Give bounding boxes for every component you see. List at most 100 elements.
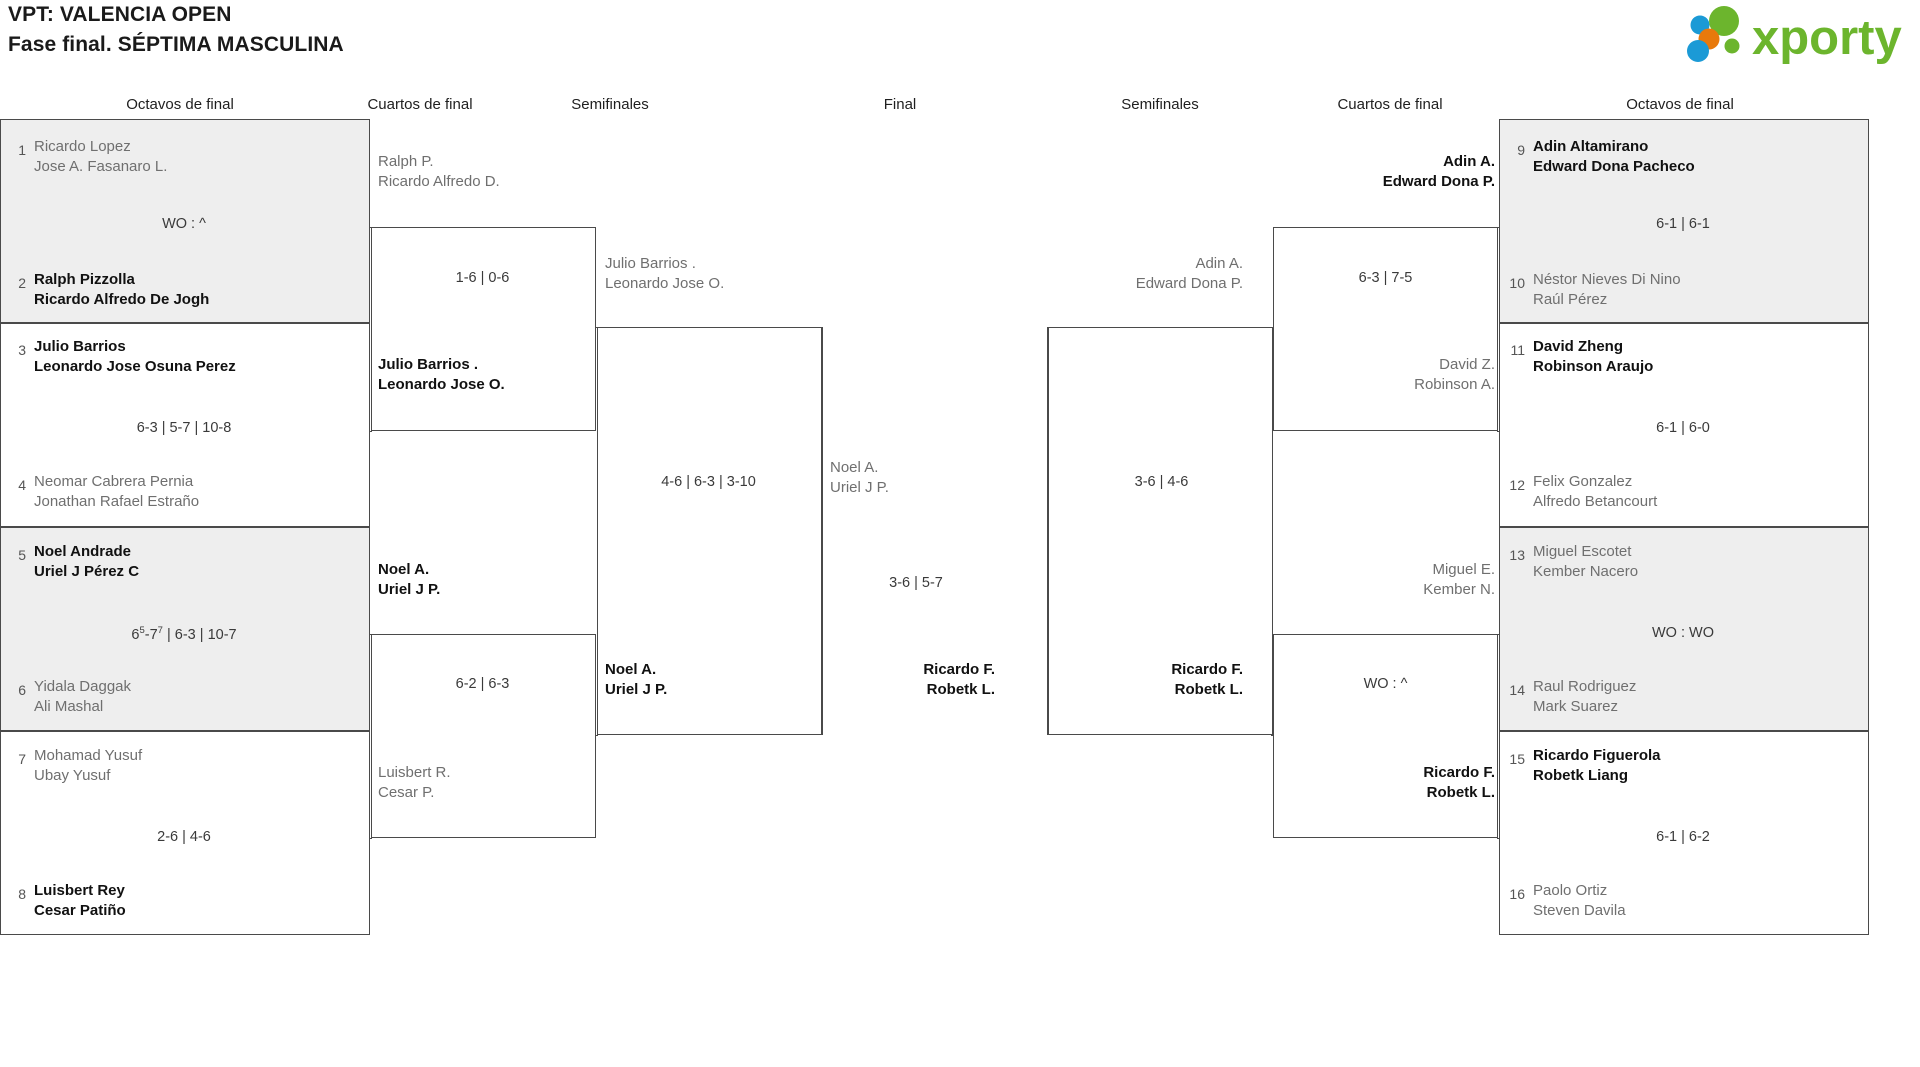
left-qf-team-4[interactable]: Luisbert R. Cesar P. (378, 763, 451, 803)
player-name: Robetk L. (1174, 681, 1243, 698)
player-name: Leonardo Jose O. (378, 376, 505, 393)
player-name: Cesar P. (378, 784, 435, 801)
right-sf-team-2[interactable]: Ricardo F. Robetk L. (1058, 660, 1243, 700)
player-name: Steven Davila (1533, 902, 1626, 919)
connector (1271, 327, 1273, 328)
player-name: Edward Dona P. (1382, 173, 1495, 190)
right-r16-score-4: 6-1 | 6-2 (1656, 829, 1710, 845)
right-r16-match-2[interactable] (1499, 323, 1869, 527)
left-r16-team-2[interactable]: 2 Ralph Pizzolla Ricardo Alfredo De Jogh (4, 270, 364, 310)
xporty-logo[interactable]: xporty (1678, 6, 1906, 66)
left-r16-team-4[interactable]: 4 Neomar Cabrera Pernia Jonathan Rafael … (4, 472, 364, 512)
connector (370, 838, 372, 839)
left-sf-team-2[interactable]: Noel A. Uriel J P. (605, 660, 667, 700)
right-r16-team-15[interactable]: 15 Ricardo Figuerola Robetk Liang (1503, 746, 1863, 786)
right-qf-team-3[interactable]: Miguel E. Kember N. (1285, 560, 1495, 600)
left-sf-match[interactable] (597, 327, 822, 735)
round-header-left-sf: Semifinales (571, 96, 649, 113)
right-qf-team-1[interactable]: Adin A. Edward Dona P. (1285, 152, 1495, 192)
seed-number: 8 (18, 886, 26, 902)
seed-number: 11 (1510, 342, 1525, 358)
player-name: Edward Dona Pacheco (1533, 158, 1695, 175)
right-r16-team-13[interactable]: 13 Miguel Escotet Kember Nacero (1503, 542, 1863, 582)
connector (596, 735, 598, 736)
left-qf-match-1[interactable] (371, 227, 596, 431)
right-sf-team-1[interactable]: Adin A. Edward Dona P. (1058, 254, 1243, 294)
right-qf-match-1[interactable] (1273, 227, 1498, 431)
seed-number: 9 (1517, 142, 1525, 158)
right-r16-team-12[interactable]: 12 Felix Gonzalez Alfredo Betancourt (1503, 472, 1863, 512)
left-r16-team-7[interactable]: 7 Mohamad Yusuf Ubay Yusuf (4, 746, 364, 786)
left-r16-team-5[interactable]: 5 Noel Andrade Uriel J Pérez C (4, 542, 364, 582)
left-sf-score: 4-6 | 6-3 | 3-10 (661, 474, 756, 490)
left-r16-team-3[interactable]: 3 Julio Barrios Leonardo Jose Osuna Pere… (4, 337, 364, 377)
right-r16-score-1: 6-1 | 6-1 (1656, 216, 1710, 232)
left-r16-score-2: 6-3 | 5-7 | 10-8 (136, 420, 232, 436)
round-header-right-qf: Cuartos de final (1337, 96, 1443, 113)
final-score: 3-6 | 5-7 (889, 575, 943, 591)
player-name: Julio Barrios . (605, 255, 696, 272)
left-r16-team-6[interactable]: 6 Yidala Daggak Ali Mashal (4, 677, 364, 717)
left-r16-match-3[interactable] (0, 527, 370, 731)
seed-number: 12 (1509, 477, 1525, 493)
right-r16-team-10[interactable]: 10 Néstor Nieves Di Nino Raúl Pérez (1503, 270, 1863, 310)
player-name: Ricardo Lopez (34, 138, 131, 155)
right-r16-match-3[interactable] (1499, 527, 1869, 731)
seed-number: 2 (18, 275, 26, 291)
left-r16-team-8[interactable]: 8 Luisbert Rey Cesar Patiño (4, 881, 364, 921)
seed-number: 10 (1509, 275, 1525, 291)
connector (1497, 227, 1499, 228)
player-name: Ricardo F. (1423, 764, 1495, 781)
seed-number: 4 (18, 477, 26, 493)
player-name: Raul Rodriguez (1533, 678, 1637, 695)
connector (1497, 838, 1499, 839)
logo-dots (1687, 6, 1740, 62)
round-header-final: Final (883, 96, 917, 113)
player-name: Felix Gonzalez (1533, 473, 1633, 490)
left-qf-team-3[interactable]: Noel A. Uriel J P. (378, 560, 440, 600)
right-qf-team-2[interactable]: David Z. Robinson A. (1285, 355, 1495, 395)
right-r16-match-1[interactable] (1499, 119, 1869, 323)
left-r16-team-1[interactable]: 1 Ricardo Lopez Jose A. Fasanaro L. (4, 137, 364, 177)
right-r16-team-14[interactable]: 14 Raul Rodriguez Mark Suarez (1503, 677, 1863, 717)
left-r16-match-2[interactable] (0, 323, 370, 527)
player-name: Uriel J P. (605, 681, 668, 698)
left-qf-match-2[interactable] (371, 634, 596, 838)
final-team-bottom[interactable]: Ricardo F. Robetk L. (820, 660, 995, 700)
left-qf-team-1[interactable]: Ralph P. Ricardo Alfredo D. (378, 152, 500, 192)
round-header-right-sf: Semifinales (1121, 96, 1199, 113)
left-r16-match-1[interactable] (0, 119, 370, 323)
connector (370, 227, 372, 228)
logo-wordmark: xporty (1752, 11, 1902, 65)
player-name: Raúl Pérez (1533, 291, 1608, 308)
player-name: Ricardo F. (923, 661, 995, 678)
player-name: Robetk Liang (1533, 767, 1629, 784)
connector (1271, 735, 1273, 736)
right-sf-match[interactable] (1048, 327, 1273, 735)
player-name: Mark Suarez (1533, 698, 1619, 715)
player-name: Jose A. Fasanaro L. (34, 158, 168, 175)
left-qf-team-2[interactable]: Julio Barrios . Leonardo Jose O. (378, 355, 505, 395)
final-divider-left (822, 327, 823, 735)
connector (596, 327, 598, 328)
right-qf-score-1: 6-3 | 7-5 (1358, 270, 1413, 286)
final-team-top[interactable]: Noel A. Uriel J P. (830, 458, 889, 498)
player-name: Jonathan Rafael Estraño (34, 493, 200, 510)
right-qf-team-4[interactable]: Ricardo F. Robetk L. (1285, 763, 1495, 803)
left-r16-match-4[interactable] (0, 731, 370, 935)
right-qf-match-2[interactable] (1273, 634, 1498, 838)
left-sf-team-1[interactable]: Julio Barrios . Leonardo Jose O. (605, 254, 724, 294)
tournament-title: VPT: VALENCIA OPEN (8, 3, 232, 26)
right-r16-match-4[interactable] (1499, 731, 1869, 935)
connector (370, 431, 372, 432)
right-r16-team-16[interactable]: 16 Paolo Ortiz Steven Davila (1503, 881, 1863, 921)
player-name: Robinson A. (1414, 376, 1495, 393)
left-qf-score-1: 1-6 | 0-6 (455, 270, 510, 286)
right-r16-team-9[interactable]: 9 Adin Altamirano Edward Dona Pacheco (1503, 137, 1863, 177)
right-r16-team-11[interactable]: 11 David Zheng Robinson Araujo (1503, 337, 1863, 377)
seed-number: 14 (1509, 682, 1525, 698)
seed-number: 3 (18, 342, 26, 358)
tournament-subtitle: Fase final. SÉPTIMA MASCULINA (8, 33, 344, 56)
player-name: Uriel J P. (830, 479, 889, 496)
final-divider-right (1047, 327, 1048, 735)
